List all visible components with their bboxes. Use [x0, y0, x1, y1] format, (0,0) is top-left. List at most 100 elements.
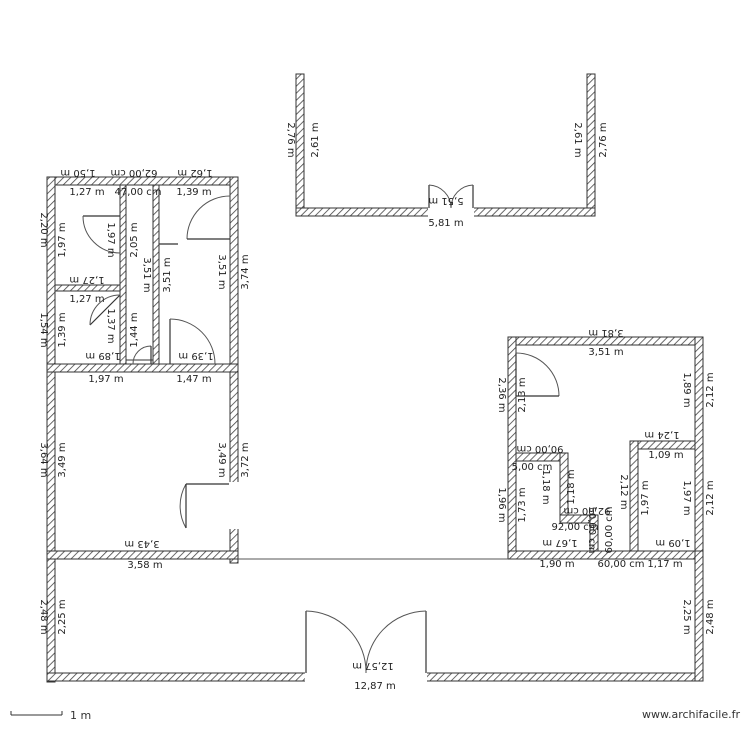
door-swing-arc — [365, 610, 427, 674]
dim-label: 90,00 cm — [516, 443, 563, 454]
door-swing-arc — [186, 195, 231, 240]
dim-label: 1,44 m — [129, 312, 140, 347]
dim-label: 1,97 m — [681, 480, 692, 515]
dim-label: 2,61 m — [572, 122, 583, 157]
dimension-labels: 2,76 m 2,61 m 2,61 m 2,76 m 5,51 m 5,81 … — [38, 122, 716, 692]
dim-label: 3,51 m — [216, 254, 227, 289]
door-swing-arc — [305, 610, 367, 674]
wall — [238, 551, 508, 559]
wall — [152, 184, 160, 365]
dim-label: 62,00 cm — [110, 167, 157, 178]
wall — [46, 176, 56, 683]
scale-bar: 1 m — [10, 709, 91, 722]
dim-label: 2,25 m — [681, 599, 692, 634]
dim-label: 1,18 m — [540, 469, 551, 504]
dim-label: 60,00 cm — [604, 506, 615, 553]
dim-label: 1,97 m — [640, 480, 651, 515]
door-leaf — [89, 294, 121, 326]
door-opening — [229, 482, 239, 529]
dim-label: 5,51 m — [428, 195, 463, 206]
left-block — [46, 176, 239, 683]
dim-label: 2,61 m — [310, 122, 321, 157]
dim-label: 1,27 m — [69, 294, 104, 305]
wall — [589, 514, 599, 552]
dim-label: 3,51 m — [588, 347, 623, 358]
door-opening — [305, 672, 427, 682]
dim-label: 2,76 m — [598, 122, 609, 157]
terrace — [46, 550, 704, 682]
dim-label: 1,37 m — [105, 308, 116, 343]
door-swing-arc — [82, 215, 121, 254]
watermark: www.archifacile.fr — [642, 708, 740, 721]
dim-label: 2,48 m — [705, 599, 716, 634]
wall — [295, 73, 305, 217]
dim-label: 1,27 m — [69, 187, 104, 198]
door-swing-arc — [169, 318, 216, 365]
wall — [629, 440, 696, 450]
dim-label: 50,00 cm — [586, 506, 597, 553]
door-swing-arc — [515, 352, 560, 397]
wall — [54, 284, 121, 292]
dim-label: 1,17 m — [647, 559, 682, 570]
dim-label: 1,18 m — [566, 469, 577, 504]
dim-label: 1,62 m — [177, 167, 212, 178]
door-swing-arc — [450, 184, 474, 209]
wall — [586, 73, 596, 217]
dim-label: 3,72 m — [240, 442, 251, 477]
dim-label: 1,09 m — [655, 537, 690, 548]
dim-label: 3,58 m — [127, 560, 162, 571]
dim-label: 2,12 m — [705, 480, 716, 515]
dim-label: 1,39 m — [178, 350, 213, 361]
dim-label: 12,57 m — [352, 660, 394, 671]
dim-label: 2,76 m — [285, 122, 296, 157]
dim-label: 2,12 m — [705, 372, 716, 407]
top-room — [295, 73, 596, 217]
door-swing-arc — [89, 294, 121, 326]
dim-label: 1,09 m — [648, 450, 683, 461]
dim-label: 3,51 m — [141, 257, 152, 292]
dim-label: 60,00 cm — [597, 559, 644, 570]
dim-label: 2,48 m — [38, 599, 49, 634]
dim-label: 1,97 m — [57, 222, 68, 257]
dim-label: 1,47 m — [176, 374, 211, 385]
dim-label: 1,89 m — [681, 372, 692, 407]
wall — [507, 336, 517, 560]
dim-label: 1,24 m — [644, 429, 679, 440]
wall — [629, 440, 639, 552]
wall — [119, 184, 127, 365]
dim-label: 5,81 m — [428, 218, 463, 229]
dim-label: 2,12 m — [618, 474, 629, 509]
dim-label: 92,00 cm — [563, 505, 610, 516]
dim-label: 2,20 m — [38, 212, 49, 247]
wall — [694, 550, 704, 682]
dim-label: 2,36 m — [496, 377, 507, 412]
dim-label: 1,67 m — [542, 537, 577, 548]
dim-label: 47,00 cm — [114, 187, 161, 198]
wall — [694, 336, 704, 560]
dim-label: 1,27 m — [69, 274, 104, 285]
right-block — [507, 336, 704, 560]
dim-label: 1,89 m — [85, 350, 120, 361]
dim-label: 3,49 m — [216, 442, 227, 477]
dim-label: 1,54 m — [38, 312, 49, 347]
dim-label: 3,51 m — [162, 257, 173, 292]
dim-label: 2,05 m — [129, 222, 140, 257]
dim-label: 3,43 m — [124, 538, 159, 549]
door-swing-arc — [179, 483, 187, 529]
scale-bar-label: 1 m — [70, 709, 91, 722]
wall — [46, 550, 239, 560]
door-opening — [428, 207, 474, 217]
dim-label: 1,90 m — [539, 559, 574, 570]
wall — [46, 363, 239, 373]
door-swing-arc — [132, 345, 152, 365]
dim-label: 12,87 m — [354, 681, 396, 692]
dim-label: 1,39 m — [57, 312, 68, 347]
dim-label: 5,00 cm — [512, 462, 553, 473]
dim-label: 1,97 m — [88, 374, 123, 385]
dim-label: 2,13 m — [517, 377, 528, 412]
dim-label: 1,50 m — [60, 167, 95, 178]
dim-label: 3,64 m — [38, 442, 49, 477]
dim-label: 92,00 cm — [551, 522, 598, 533]
dim-label: 2,25 m — [57, 599, 68, 634]
